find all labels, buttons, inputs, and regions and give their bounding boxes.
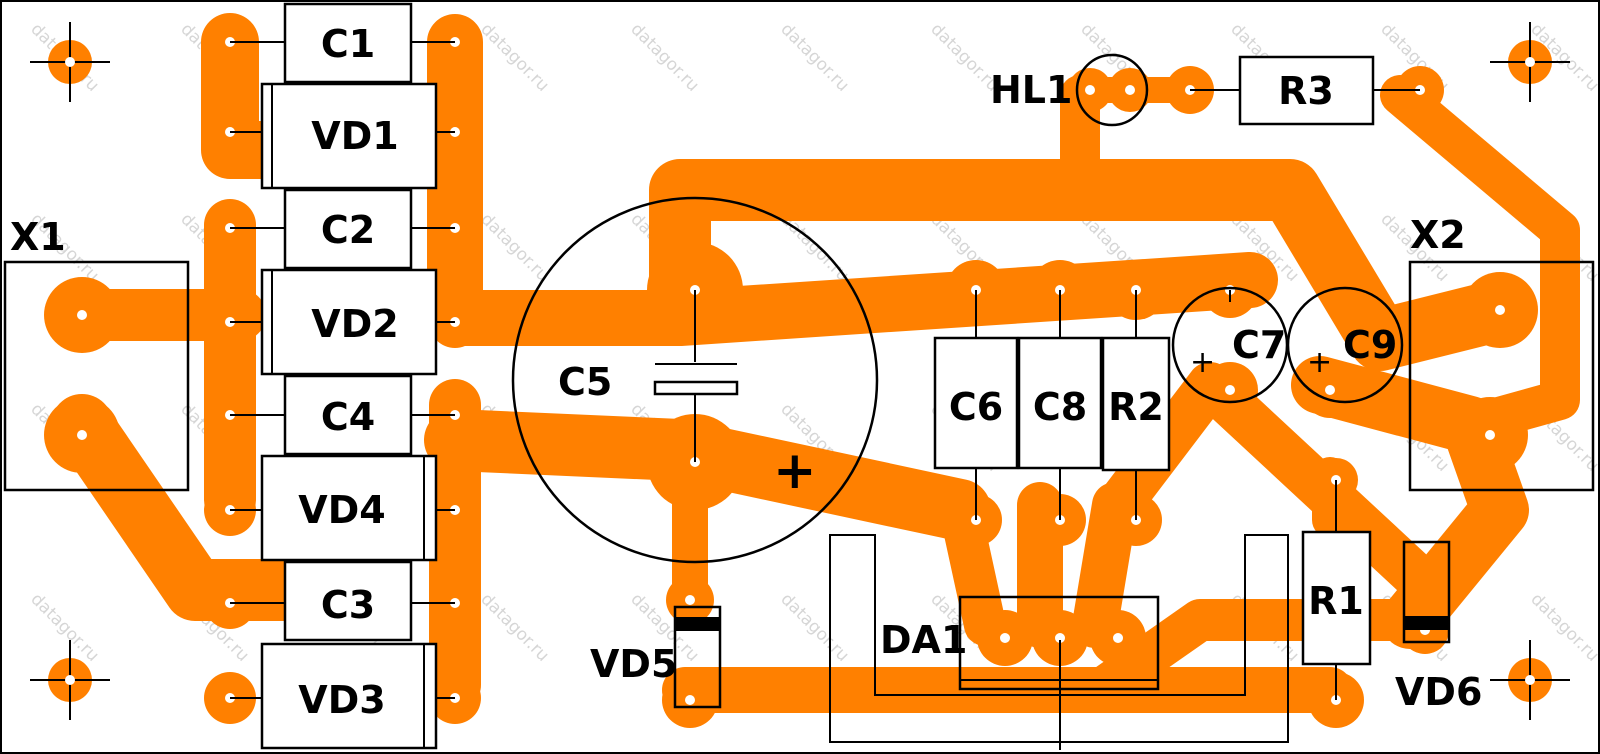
c9-outline <box>1286 286 1404 404</box>
vd4-outline <box>260 454 438 562</box>
c3-label: C3 <box>321 583 375 627</box>
vd6-label: VD6 <box>1395 670 1482 714</box>
mounting-hole <box>30 640 110 720</box>
r2-label: R2 <box>1108 385 1164 429</box>
c5-outline <box>511 196 879 564</box>
mounting-hole <box>1490 22 1570 102</box>
vd6-outline <box>1402 540 1451 644</box>
c7-plus-mark: + <box>1190 345 1215 380</box>
vd5-outline <box>673 605 722 709</box>
vd4-label: VD4 <box>298 488 385 532</box>
c9-label: C9 <box>1343 323 1397 367</box>
r1-label: R1 <box>1308 579 1364 623</box>
x1-connector-outline <box>3 260 190 492</box>
vd5-label: VD5 <box>590 642 677 686</box>
c6-label: C6 <box>949 385 1003 429</box>
c1-outline <box>283 2 413 84</box>
r3-label: R3 <box>1278 69 1334 113</box>
da1-label: DA1 <box>880 618 967 662</box>
vd1-label: VD1 <box>311 114 398 158</box>
mounting-hole <box>30 22 110 102</box>
r3-outline <box>1238 55 1375 126</box>
vd6-cathode-band <box>1404 616 1449 630</box>
vd1-outline <box>260 82 438 190</box>
vd3-outline <box>260 642 438 750</box>
vd2-label: VD2 <box>311 302 398 346</box>
c7-label: C7 <box>1232 323 1286 367</box>
c8-label: C8 <box>1033 385 1087 429</box>
c5-label: C5 <box>558 360 612 404</box>
vd3-label: VD3 <box>298 678 385 722</box>
x2-connector-outline <box>1408 260 1595 492</box>
vd5-cathode-band <box>675 617 720 631</box>
c9-plus-mark: + <box>1307 345 1332 380</box>
c2-label: C2 <box>321 208 375 252</box>
x2-label: X2 <box>1410 213 1466 257</box>
da1-heatsink-outline <box>829 534 1289 743</box>
c6-outline <box>933 336 1019 470</box>
hl1-outline <box>1075 53 1149 127</box>
c4-label: C4 <box>321 395 375 439</box>
mounting-hole <box>1490 640 1570 720</box>
c5-polarity-mark: + <box>773 441 817 501</box>
c1-label: C1 <box>321 22 375 66</box>
silkscreen-layer: X1 X2 C1 VD1 C2 VD2 C4 VD4 C3 <box>3 2 1595 750</box>
c3-outline <box>283 560 413 642</box>
hl1-label: HL1 <box>990 68 1072 112</box>
x1-label: X1 <box>10 215 66 259</box>
